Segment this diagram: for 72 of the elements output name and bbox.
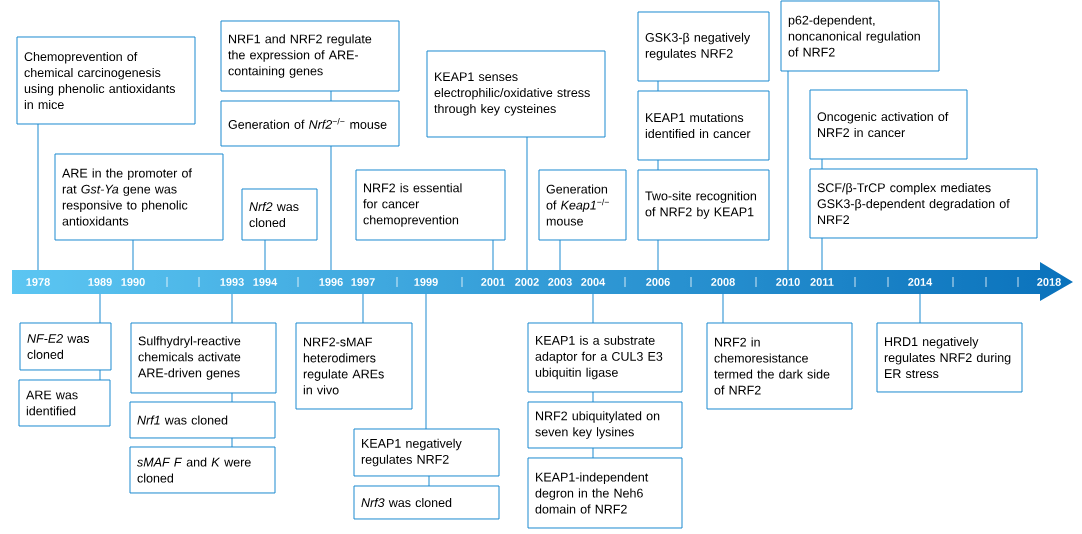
year-label: 2006 xyxy=(646,278,670,286)
leader-line xyxy=(231,293,233,324)
leader-line xyxy=(231,437,233,448)
leader-line xyxy=(657,80,659,92)
event-box: NRF2-sMAF heterodimers regulate AREs in vivo xyxy=(295,322,413,410)
leader-line xyxy=(425,293,427,430)
event-box: NRF2 in chemoresistance termed the dark side of NRF2 xyxy=(706,322,853,410)
event-box: SCF/β-TrCP complex mediates GSK3-β-dependent degradation of NRF2 xyxy=(809,168,1038,239)
leader-line xyxy=(37,123,39,271)
year-label: 1994 xyxy=(253,278,278,286)
event-box: NRF2 is essential for cancer chemoprevention xyxy=(355,169,506,241)
leader-line xyxy=(592,447,594,459)
event-box: Nrf3 was cloned xyxy=(353,485,500,520)
event-box: ARE was identified xyxy=(18,379,111,427)
leader-line xyxy=(362,293,364,324)
leader-line xyxy=(330,90,332,102)
event-box: Sulfhydryl-reactive chemicals activate ARE-driven genes xyxy=(130,322,277,394)
year-label: 1996 xyxy=(319,278,343,286)
year-label: 2003 xyxy=(548,278,572,286)
event-box: ARE in the promoter of rat Gst-Ya gene was responsive to phenolic antioxidants xyxy=(54,153,224,241)
leader-line xyxy=(657,159,659,171)
event-box: NRF2 ubiquitylated on seven key lysines xyxy=(527,401,683,449)
event-box: Nrf2 was cloned xyxy=(241,188,318,241)
year-label: 1997 xyxy=(351,278,375,286)
leader-line xyxy=(821,158,823,170)
event-box: KEAP1-independent degron in the Neh6 domain of NRF2 xyxy=(527,457,683,529)
year-label: 2008 xyxy=(711,278,735,286)
leader-line xyxy=(330,145,332,271)
event-box: NRF1 and NRF2 regulate the expression of ARE-containing genes xyxy=(220,20,400,92)
leader-line xyxy=(919,293,921,324)
year-label: 1999 xyxy=(414,278,438,286)
year-label: 1978 xyxy=(26,278,50,286)
year-label: 2014 xyxy=(908,278,933,286)
year-label: 2001 xyxy=(481,278,505,286)
event-box: NF-E2 was cloned xyxy=(19,322,112,371)
event-box: HRD1 negatively regulates NRF2 during ER stress xyxy=(876,322,1023,393)
year-label: 2018 xyxy=(1037,278,1061,286)
leader-line xyxy=(231,392,233,403)
leader-line xyxy=(492,239,494,271)
event-box: Nrf1 was cloned xyxy=(129,401,276,439)
event-box: GSK3-β negatively regulates NRF2 xyxy=(637,11,770,82)
event-box: Generation of Nrf2$^{−/−}$ mouse xyxy=(220,100,400,147)
year-label: 2011 xyxy=(810,278,834,286)
event-box: sMAF F and K were cloned xyxy=(129,446,276,494)
event-box: p62-dependent, noncanonical regulation of NRF2 xyxy=(780,0,940,72)
year-label: 2002 xyxy=(515,278,539,286)
leader-line xyxy=(592,293,594,324)
event-box: KEAP1 negatively regulates NRF2 xyxy=(353,428,500,477)
event-box: Two-site recognition of NRF2 by KEAP1 xyxy=(637,169,770,241)
year-label: 2010 xyxy=(776,278,800,286)
leader-line xyxy=(526,136,528,271)
leader-line xyxy=(428,475,430,487)
event-box: Chemoprevention of chemical carcinogenesis using phenolic antioxidants in mice xyxy=(16,36,196,125)
leader-line xyxy=(559,239,561,271)
leader-line xyxy=(264,239,266,271)
event-box: KEAP1 is a substrate adaptor for a CUL3 E3 ubiquitin ligase xyxy=(527,322,683,393)
year-label: 1989 xyxy=(88,278,112,286)
event-box: KEAP1 mutations identified in cancer xyxy=(637,90,770,161)
leader-line xyxy=(722,293,724,324)
leader-line xyxy=(821,237,823,271)
leader-line xyxy=(787,70,789,271)
year-label: 1993 xyxy=(220,278,244,286)
leader-line xyxy=(99,293,101,324)
leader-line xyxy=(592,391,594,403)
leader-line xyxy=(657,239,659,271)
year-label: 1990 xyxy=(121,278,145,286)
leader-line xyxy=(132,239,134,271)
event-box: Generation of Keap1$^{−/−}$ mouse xyxy=(538,169,627,241)
leader-line xyxy=(99,369,101,381)
event-box: Oncogenic activation of NRF2 in cancer xyxy=(809,89,968,160)
event-box: KEAP1 senses electrophilic/oxidative stress through key cysteines xyxy=(426,50,606,138)
year-label: 2004 xyxy=(581,278,606,286)
